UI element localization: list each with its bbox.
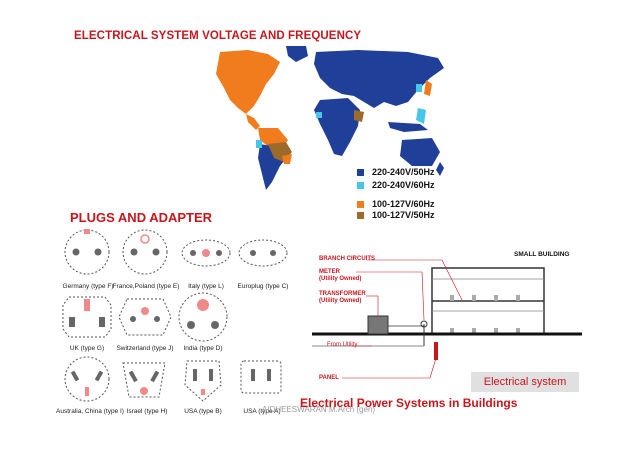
transformer-sub-label: (Utility Owned)	[319, 298, 362, 304]
map-indonesia	[388, 122, 428, 132]
plug-type-l-icon	[181, 239, 231, 267]
building-electrical-diagram	[312, 259, 582, 379]
plug-label: India (type D)	[183, 345, 223, 352]
power-systems-title: Electrical Power Systems in Buildings	[300, 396, 518, 410]
page-title: ELECTRICAL SYSTEM VOLTAGE AND FREQUENCY	[74, 30, 362, 42]
legend-label: 220-240V/60Hz	[372, 180, 435, 190]
map-brazil-east	[282, 154, 292, 164]
plug-label: Europlug (type C)	[237, 283, 289, 290]
plug-label: Australia, China (type I)	[56, 408, 124, 415]
map-eurasia	[314, 50, 444, 108]
plug-type-e-icon	[122, 229, 168, 275]
plug-type-j-icon	[118, 298, 172, 336]
map-new-zealand	[436, 162, 444, 176]
map-australia	[400, 138, 440, 166]
legend-item: 100-127V/50Hz	[357, 210, 435, 220]
plug-label: Italy (type L)	[188, 283, 224, 290]
electrical-system-caption: Electrical system	[471, 372, 579, 392]
legend-label: 100-127V/50Hz	[372, 210, 435, 220]
plug-type-i-icon	[64, 356, 110, 402]
plugs-title: PLUGS AND ADAPTER	[70, 210, 213, 225]
plug-type-d-icon	[178, 292, 228, 342]
map-peru	[256, 140, 262, 148]
map-saudi	[354, 110, 364, 122]
map-west-africa-spot	[316, 112, 322, 118]
plug-label: USA (type B)	[184, 408, 222, 415]
map-korea	[416, 84, 422, 92]
legend-item: 220-240V/50Hz	[357, 167, 435, 177]
small-building-label: SMALL BUILDING	[514, 251, 570, 258]
plug-label: Israel (type H)	[126, 408, 168, 415]
plug-label: Germany (type F)	[62, 283, 114, 290]
plug-type-g-icon	[62, 296, 112, 338]
plug-label: UK (type G)	[69, 345, 105, 352]
legend-swatch	[357, 168, 364, 176]
map-philippines	[416, 108, 426, 124]
legend-label: 100-127V/60Hz	[372, 199, 435, 209]
legend-swatch	[357, 211, 364, 219]
plug-type-b-icon	[184, 360, 222, 402]
legend-item: 100-127V/60Hz	[357, 199, 435, 209]
author-credit: AIDHEESWARAN M.Arch (gen)	[262, 405, 376, 414]
legend-label: 220-240V/50Hz	[372, 167, 435, 177]
transformer-label: TRANSFORMER	[319, 291, 366, 297]
panel-label: PANEL	[319, 375, 339, 381]
transformer-box	[367, 315, 389, 335]
map-africa	[314, 98, 360, 156]
branch-circuits-label: BRANCH CIRCUITS	[319, 256, 375, 262]
map-greenland	[286, 46, 308, 62]
plug-type-a-icon	[240, 360, 282, 394]
panel-box	[434, 342, 438, 360]
world-voltage-map	[216, 46, 444, 190]
plug-label: Switzerland (type J)	[116, 345, 174, 352]
legend-swatch	[357, 181, 364, 189]
legend-item: 220-240V/60Hz	[357, 180, 435, 190]
map-japan	[424, 80, 432, 96]
meter-sub-label: (Utility Owned)	[319, 276, 362, 282]
plugs-grid	[62, 229, 288, 402]
meter-label: METER	[319, 269, 340, 275]
from-utility-label: From Utility	[327, 342, 358, 348]
plug-label: USA (type A)	[243, 408, 281, 415]
plug-type-c-icon	[238, 239, 288, 267]
map-central-america	[246, 114, 260, 130]
map-north-america	[216, 50, 280, 114]
plug-type-h-icon	[122, 362, 166, 398]
plug-label: France,Poland (type E)	[112, 283, 180, 290]
legend-swatch	[357, 200, 364, 208]
plug-type-f-icon	[64, 229, 110, 275]
